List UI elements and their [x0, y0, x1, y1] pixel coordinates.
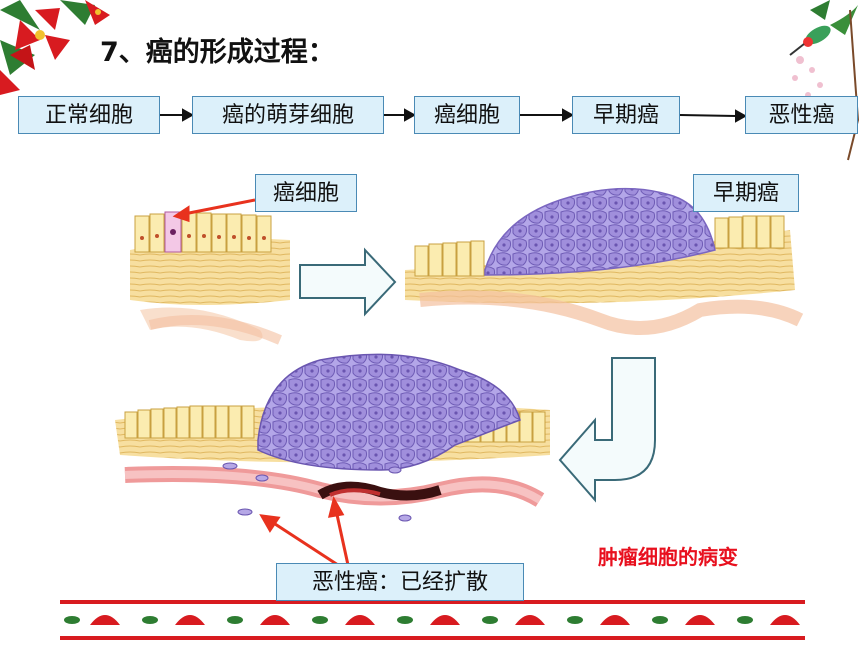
poinsettia-decoration: [0, 0, 110, 95]
stage-precancer-cell: 癌的萌芽细胞: [192, 96, 384, 134]
stage-early-cancer: 早期癌: [572, 96, 680, 134]
early-cancer-illustration: [405, 187, 804, 335]
block-arrow-return: [558, 357, 656, 503]
slide-title: 7、癌的形成过程：: [100, 37, 335, 68]
label-cancer-cell: 癌细胞: [255, 174, 357, 212]
festive-bottom-border: [60, 600, 805, 640]
hummingbird-decoration: [789, 0, 860, 161]
pointer-arrows: [172, 198, 350, 567]
label-early-cancer: 早期癌: [693, 174, 799, 212]
stage-normal-cell: 正常细胞: [18, 96, 160, 134]
stage-cancer-cell: 癌细胞: [414, 96, 520, 134]
flow-arrows: [160, 108, 748, 123]
stage-malignant-cancer: 恶性癌: [745, 96, 858, 134]
block-arrow-right: [299, 247, 397, 317]
label-malignant-spread: 恶性癌：已经扩散: [276, 563, 524, 601]
normal-tissue-illustration: [130, 211, 290, 345]
malignant-cancer-illustration: [115, 353, 550, 522]
figure-caption: 肿瘤细胞的病变: [598, 545, 738, 569]
